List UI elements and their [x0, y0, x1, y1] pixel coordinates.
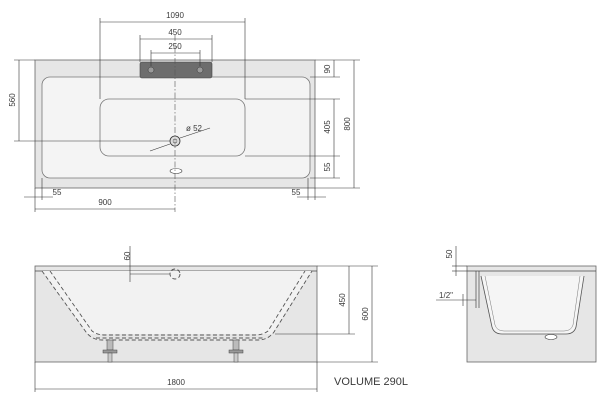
foot-left	[102, 339, 118, 363]
dim-50: 50	[445, 249, 454, 258]
overflow-icon	[169, 168, 183, 174]
front-view: 60 450 600 1800 VOLUME 290L	[34, 246, 408, 392]
dim-1090: 1090	[166, 11, 184, 20]
dim-55-right: 55	[323, 162, 332, 171]
dim-405: 405	[323, 120, 332, 134]
dim-250: 250	[168, 42, 182, 51]
headrest-holder	[139, 61, 213, 79]
dim-60: 60	[123, 251, 132, 260]
dim-55-left: 55	[53, 188, 62, 197]
dim-450: 450	[168, 28, 182, 37]
dim-half-inch: 1/2"	[439, 291, 453, 300]
dim-450-front: 450	[338, 293, 347, 307]
dim-90: 90	[323, 64, 332, 73]
foot-right	[228, 339, 244, 363]
holder-knob-right	[196, 66, 204, 74]
dim-560: 560	[8, 93, 17, 107]
dim-900: 900	[98, 198, 112, 207]
dim-800: 800	[343, 117, 352, 131]
dim-55-bottom: 55	[292, 188, 301, 197]
side-basin	[480, 275, 585, 335]
holder-knob-left	[147, 66, 155, 74]
side-view: 50 1/2"	[436, 246, 597, 363]
dim-600: 600	[361, 307, 370, 321]
volume-label: VOLUME 290L	[334, 376, 408, 388]
top-view: 1090 450 250 90 405 55 800 560	[8, 11, 360, 212]
dim-diameter: ø 52	[186, 124, 203, 133]
inner-basin-dashed	[41, 270, 313, 341]
dim-1800: 1800	[167, 378, 185, 387]
basin-top	[99, 98, 246, 157]
